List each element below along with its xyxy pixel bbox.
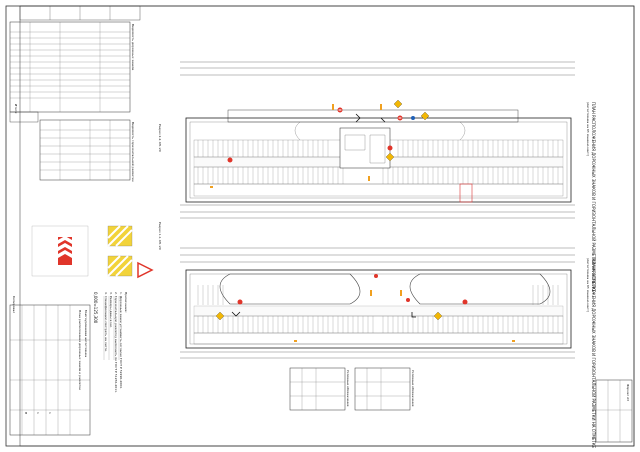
lower-plan xyxy=(180,247,575,359)
direction-sign-icon xyxy=(411,116,415,120)
title-block xyxy=(9,304,91,436)
no-entry-sign-icon xyxy=(374,274,378,278)
yield-sign-icon xyxy=(137,261,154,279)
stop-sign-icon xyxy=(387,145,393,151)
section-label-upper: Разрез 1-1, М1:20 xyxy=(158,222,162,250)
note-line: 4. Спецификацию смотреть на листе. xyxy=(104,292,108,352)
marking-details xyxy=(31,225,154,279)
stop-sign-icon xyxy=(237,299,243,305)
priority-road-sign-icon xyxy=(215,311,225,321)
no-entry-sign-icon xyxy=(406,298,410,302)
notes-lines xyxy=(103,296,120,360)
title-block-stage: П xyxy=(24,412,28,415)
upper-plan-subtitle: (Автостоянка на 85 машино-мест) xyxy=(586,102,590,157)
sheet-frame xyxy=(5,5,635,447)
section-label-lower: Разрез 2-2, М1:20 xyxy=(158,124,162,152)
total-table xyxy=(9,111,39,123)
bottom-stamp xyxy=(595,379,633,443)
footer-format: Формат А3 xyxy=(626,384,630,402)
priority-road-sign-icon xyxy=(385,152,395,162)
priority-road-sign-icon xyxy=(393,99,403,109)
total-label: Итого: xyxy=(14,104,18,115)
signs-table-title: Ведомость дорожных знаков xyxy=(131,24,135,71)
title-block-project: Многоуровневая автостоянка xyxy=(84,310,88,358)
priority-road-sign-icon xyxy=(433,311,443,321)
signs-table xyxy=(9,21,131,113)
stop-sign-icon xyxy=(462,299,468,305)
notes-heading: Примечание: xyxy=(124,292,128,313)
lower-plan-subtitle: (Автостоянка на 85 машино-мест) xyxy=(586,258,590,313)
title-block-sheet: 1 xyxy=(36,412,40,414)
upper-plan xyxy=(180,61,575,219)
title-block-sheets: 1 xyxy=(48,412,52,414)
title-block-sheet-name: План расположения дорожных знаков и разм… xyxy=(78,310,82,391)
signs-legend-title: Условные обозначения xyxy=(346,370,350,407)
priority-road-sign-icon xyxy=(420,111,430,121)
note-line: 3. Размеры даны в мм. xyxy=(109,292,113,328)
marking-table-title: Ведомость горизонтальной разметки xyxy=(131,122,135,182)
top-stamp xyxy=(19,5,141,21)
stop-sign-icon xyxy=(227,157,233,163)
marking-legend-title: Условные обозначения xyxy=(411,370,415,407)
scale-label: 0,000=125,300 xyxy=(93,292,98,324)
lower-plan-title: ПЛАН РАСПОЛОЖЕНИЯ ДОРОЖНЫХ ЗНАКОВ И ГОРИ… xyxy=(591,258,596,449)
marking-table xyxy=(39,119,131,181)
legend-tables xyxy=(289,367,411,411)
note-line: 1. Дорожные знаки установить согласно ГО… xyxy=(119,292,123,389)
footer-copied: Копировал xyxy=(12,296,16,314)
note-line: 2. Горизонтальную разметку выполнить по … xyxy=(114,292,118,393)
